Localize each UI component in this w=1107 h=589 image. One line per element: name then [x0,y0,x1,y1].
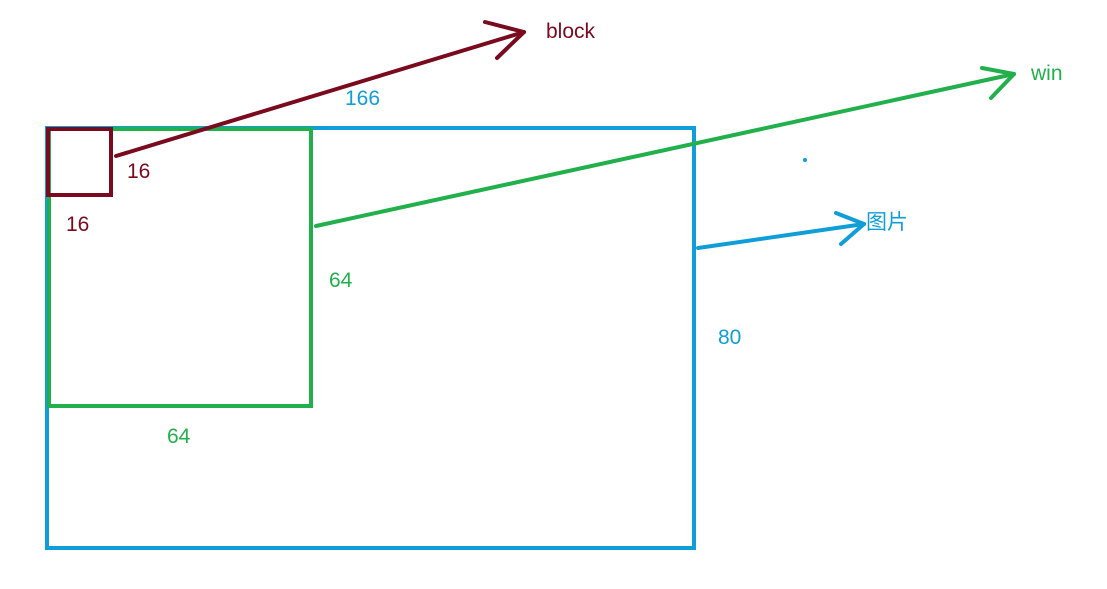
block-height-label: 16 [127,160,150,183]
win-rect [47,127,313,408]
image-rect [45,126,696,550]
win-width-label: 64 [167,425,191,448]
image-height-label: 80 [718,326,741,349]
image-arrow [696,211,866,250]
block-rect [46,127,113,197]
block-arrow [114,20,526,158]
image-name-label: 图片 [866,211,908,234]
stray-dot [803,158,807,162]
win-arrow [314,66,1016,228]
win-height-label: 64 [329,269,353,292]
block-width-label: 16 [66,213,89,236]
win-name-label: win [1030,62,1063,85]
image-width-label: 166 [345,87,380,110]
block-name-label: block [546,20,596,43]
